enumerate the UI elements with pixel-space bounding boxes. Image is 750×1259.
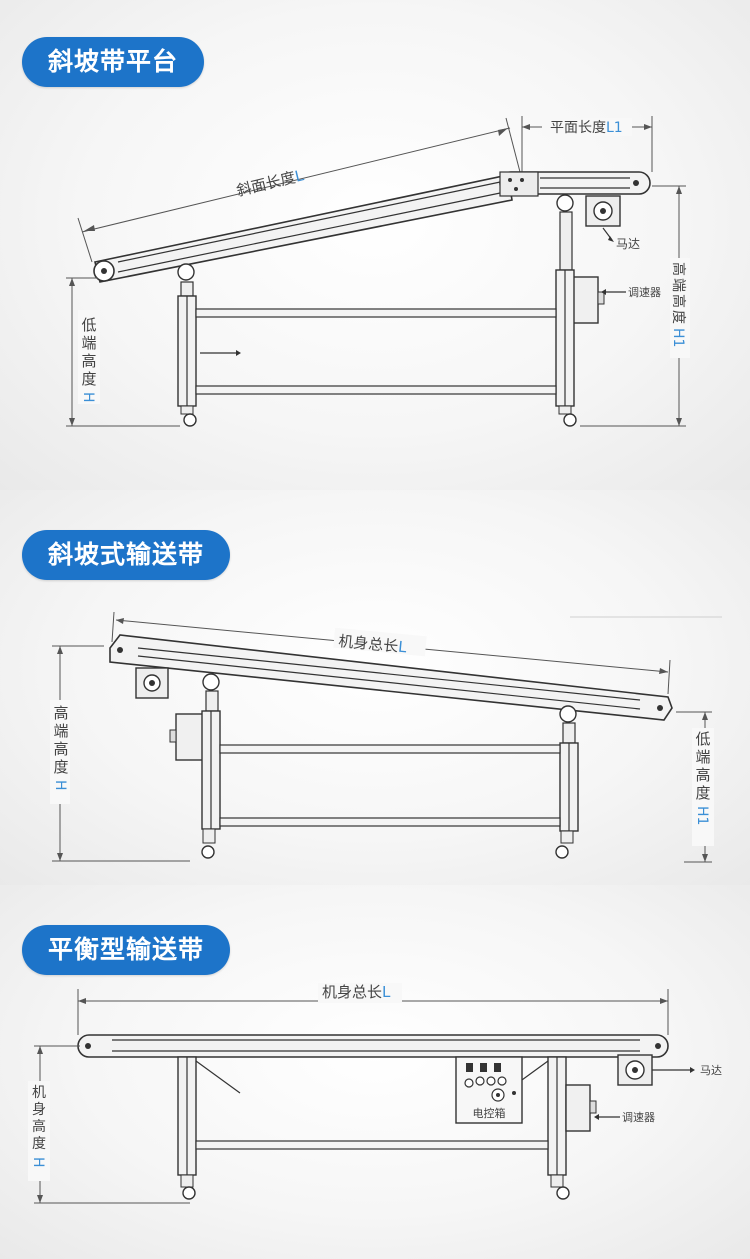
left-leg — [201, 673, 221, 859]
control-box-label: 电控箱 — [473, 1106, 506, 1120]
flat-conveyor-diagram: 机身总长L — [28, 983, 722, 1204]
total-length-label: 机身总长 — [322, 983, 382, 1001]
right-leg — [555, 705, 579, 859]
right-leg — [503, 1056, 570, 1200]
cross-bars — [195, 1140, 549, 1150]
section-flat-conveyor: 平衡型输送带 机身总长L — [0, 885, 750, 1259]
low-height-char-3: 度 — [695, 784, 710, 802]
cross-bars — [195, 308, 557, 395]
high-height-char-1: 端 — [53, 722, 68, 740]
body-height-char-1: 身 — [32, 1102, 46, 1118]
section-ramp-conveyor: 斜坡式输送带 机身总长L — [0, 490, 750, 885]
speed-controller-icon — [565, 1084, 620, 1132]
low-height-var: H1 — [694, 806, 710, 825]
motor-icon — [585, 195, 621, 242]
speed-controller-icon — [569, 276, 626, 324]
high-height-dimension: 高 端 高 度 H1 — [580, 185, 690, 427]
high-height-char-0: 高 — [670, 262, 687, 276]
total-length-var: L — [382, 983, 391, 1001]
svg-text:斜面长度L: 斜面长度L — [235, 166, 306, 200]
high-height-char-3: 度 — [670, 310, 686, 324]
speed-controller-icon — [169, 713, 207, 761]
ramp-platform-diagram: 斜面长度L 平面长度L1 — [66, 116, 690, 427]
low-height-dimension: 低 端 高 度 H1 — [676, 711, 714, 863]
section-ramp-platform: 斜坡带平台 斜面长度L 平面长度L1 — [0, 0, 750, 490]
body-height-char-0: 机 — [32, 1085, 46, 1101]
body-height-var: H — [30, 1157, 46, 1168]
left-leg — [177, 1056, 241, 1200]
cross-bars — [219, 744, 561, 827]
low-height-char-1: 端 — [81, 334, 96, 352]
total-length-dimension: 机身总长L — [77, 983, 669, 1035]
ramp-conveyor-diagram: 机身总长L — [50, 611, 722, 863]
high-height-char-3: 度 — [53, 758, 68, 776]
motor-label: 马达 — [616, 237, 640, 251]
flat-length-label: 平面长度 — [550, 120, 606, 136]
body-height-char-2: 高 — [32, 1118, 46, 1135]
svg-text:机身总长L: 机身总长L — [338, 632, 408, 656]
body-height-dimension: 机 身 高 度 H — [28, 1045, 190, 1204]
low-height-char-0: 低 — [695, 730, 710, 748]
low-height-char-1: 端 — [695, 748, 710, 766]
high-height-dimension: 高 端 高 度 H — [50, 645, 190, 862]
inclined-belt — [93, 174, 513, 283]
low-height-var: H — [80, 392, 96, 403]
motor-icon — [135, 667, 169, 699]
section-title-ramp-platform: 斜坡带平台 — [22, 37, 205, 87]
total-length-dimension: 机身总长L — [111, 611, 671, 695]
high-height-char-2: 高 — [53, 740, 68, 758]
low-height-char-2: 高 — [695, 766, 710, 784]
flat-belt — [77, 1034, 669, 1058]
low-height-char-3: 度 — [81, 370, 96, 388]
total-length-label: 机身总长 — [338, 632, 399, 656]
section-title-ramp-conveyor: 斜坡式输送带 — [22, 530, 231, 580]
total-length-var: L — [397, 638, 408, 657]
high-height-char-2: 高 — [670, 294, 687, 308]
slope-length-label: 斜面长度 — [235, 168, 298, 200]
motor-label: 马达 — [700, 1064, 722, 1077]
high-height-char-0: 高 — [53, 704, 68, 722]
low-height-char-2: 高 — [81, 352, 96, 370]
speed-controller-label: 调速器 — [628, 286, 661, 299]
section-title-flat-conveyor: 平衡型输送带 — [22, 925, 231, 975]
flat-length-dimension: 平面长度L1 — [521, 116, 653, 172]
right-leg — [555, 194, 577, 427]
control-box-icon — [455, 1056, 523, 1124]
flat-belt — [499, 171, 651, 197]
svg-text:机身总长L: 机身总长L — [322, 983, 391, 1001]
flat-length-var: L1 — [606, 120, 623, 136]
speed-controller-label: 调速器 — [622, 1111, 655, 1124]
motor-icon — [617, 1054, 695, 1086]
high-height-var: H1 — [670, 328, 686, 347]
body-height-char-3: 度 — [32, 1136, 46, 1152]
left-leg — [177, 263, 197, 427]
low-height-char-0: 低 — [81, 316, 96, 334]
svg-text:平面长度L1: 平面长度L1 — [550, 120, 623, 136]
high-height-char-1: 端 — [670, 278, 686, 292]
high-height-var: H — [52, 780, 68, 791]
inclined-belt — [109, 634, 673, 721]
low-height-dimension: 低 端 高 度 H — [66, 277, 180, 427]
